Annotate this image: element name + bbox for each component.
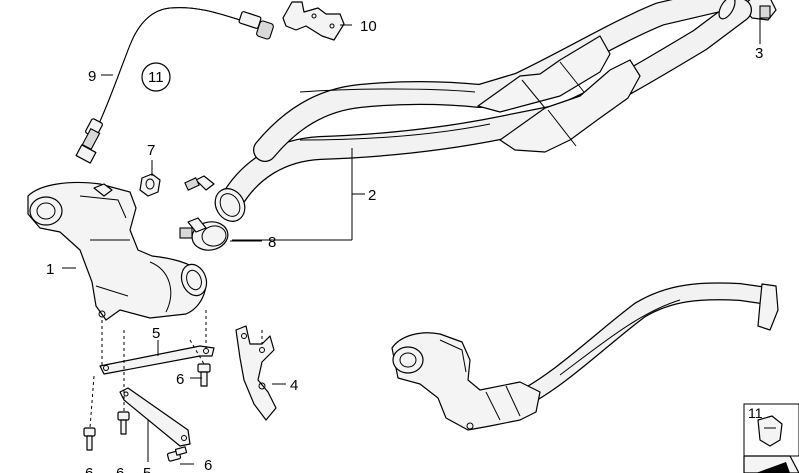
callout-6-d: 6 bbox=[204, 457, 212, 473]
support-strap-part-5[interactable] bbox=[99, 345, 215, 375]
bracket-part-4[interactable] bbox=[235, 325, 277, 421]
bolt-part-6-a[interactable] bbox=[197, 363, 211, 387]
callout-6-b: 6 bbox=[116, 465, 124, 473]
callout-11-label: 11 bbox=[148, 69, 164, 86]
callout-7: 7 bbox=[147, 142, 155, 159]
callout-10: 10 bbox=[360, 18, 377, 35]
callout-6-a: 6 bbox=[176, 371, 184, 388]
callout-2: 2 bbox=[368, 187, 376, 204]
inset-part-11[interactable] bbox=[743, 403, 799, 473]
leader-lines bbox=[62, 16, 761, 465]
callout-9: 9 bbox=[88, 68, 96, 85]
bolt-part-6-b[interactable] bbox=[117, 411, 130, 435]
bolt-part-6-d[interactable] bbox=[166, 446, 188, 462]
callout-6-c: 6 bbox=[85, 465, 93, 473]
support-strap-lower[interactable] bbox=[119, 387, 191, 447]
bolt-part-6-c[interactable] bbox=[83, 427, 96, 451]
callout-5-bottom: 5 bbox=[143, 465, 151, 473]
manifold-catalyst-part-1[interactable] bbox=[27, 181, 211, 321]
alternate-exhaust-assembly[interactable] bbox=[391, 282, 779, 431]
callout-3: 3 bbox=[755, 45, 763, 62]
bracket-part-10[interactable] bbox=[282, 1, 345, 41]
callout-1: 1 bbox=[46, 261, 54, 278]
callout-4: 4 bbox=[290, 377, 298, 394]
clamp-part-8[interactable] bbox=[179, 217, 230, 253]
callout-11-circle bbox=[141, 62, 171, 92]
clamp-upper[interactable] bbox=[184, 175, 215, 191]
callout-5-top: 5 bbox=[152, 325, 160, 342]
nut-part-7[interactable] bbox=[139, 173, 161, 197]
oxygen-sensor[interactable] bbox=[75, 7, 274, 164]
callout-11-inset: 11 bbox=[748, 405, 763, 421]
front-pipe-part-2[interactable] bbox=[209, 0, 752, 227]
callout-8: 8 bbox=[268, 234, 276, 251]
